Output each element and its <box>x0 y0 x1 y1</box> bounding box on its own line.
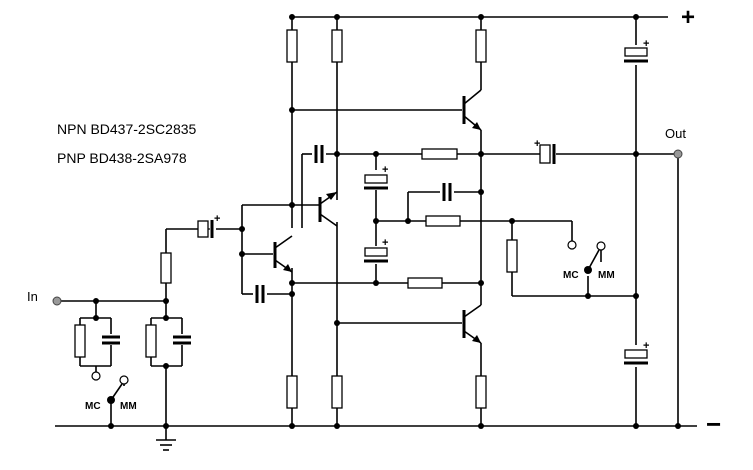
capacitors <box>102 145 452 345</box>
npn-label: NPN BD437-2SC2835 <box>57 121 197 137</box>
electrolytic-mid-upper <box>364 174 388 190</box>
transistor-q-upper-output <box>462 89 482 131</box>
transistor-q-lower-output <box>462 304 482 344</box>
plus-label: + <box>681 4 695 31</box>
mm-label-right: MM <box>598 270 615 281</box>
resistor-r2 <box>331 29 343 63</box>
mc-mm-switch-left <box>91 371 129 404</box>
polarity-mark: + <box>214 213 220 225</box>
junction-dots <box>93 14 681 429</box>
electrolytic-supply-upper <box>624 47 648 63</box>
electrolytic-output <box>539 144 556 164</box>
polarity-mark: + <box>643 38 649 50</box>
polarity-mark: + <box>534 138 540 150</box>
wiring <box>57 17 679 440</box>
output-terminal <box>673 149 683 159</box>
polarity-mark: + <box>382 237 388 249</box>
transistors <box>273 89 482 344</box>
resistor-r13 <box>475 375 487 409</box>
mc-mm-switch-right <box>567 240 606 274</box>
resistor-r9 <box>74 324 86 358</box>
mc-label-left: MC <box>85 401 101 412</box>
pnp-label: PNP BD438-2SA978 <box>57 150 187 166</box>
resistor-r4 <box>421 148 458 160</box>
electrolytic-input <box>197 220 214 238</box>
resistor-r6 <box>407 277 443 289</box>
electrolytic-capacitors <box>197 47 648 365</box>
out-label: Out <box>665 126 686 141</box>
minus-label: − <box>706 409 721 439</box>
resistors <box>74 29 518 409</box>
mc-label-right: MC <box>563 270 579 281</box>
resistor-r5 <box>425 215 461 227</box>
resistor-r12 <box>331 375 343 409</box>
input-terminal <box>52 296 62 306</box>
electrolytic-mid-lower <box>364 247 388 263</box>
transistor-q-driver <box>318 191 338 227</box>
polarity-mark: + <box>382 164 388 176</box>
resistor-r8 <box>160 252 172 284</box>
transistor-q-input <box>273 235 293 273</box>
resistor-r11 <box>286 375 298 409</box>
resistor-r3 <box>475 29 487 63</box>
ground-symbol <box>156 439 176 451</box>
electrolytic-supply-lower <box>624 349 648 365</box>
mm-label-left: MM <box>120 401 137 412</box>
in-label: In <box>27 289 38 304</box>
polarity-mark: + <box>643 340 649 352</box>
polarity-marks: + + + + + + <box>214 38 649 352</box>
resistor-r10 <box>145 324 157 358</box>
labels: NPN BD437-2SC2835 PNP BD438-2SA978 In Ou… <box>27 4 721 439</box>
terminals <box>52 149 683 306</box>
resistor-r7 <box>506 239 518 273</box>
resistor-r1 <box>286 29 298 63</box>
